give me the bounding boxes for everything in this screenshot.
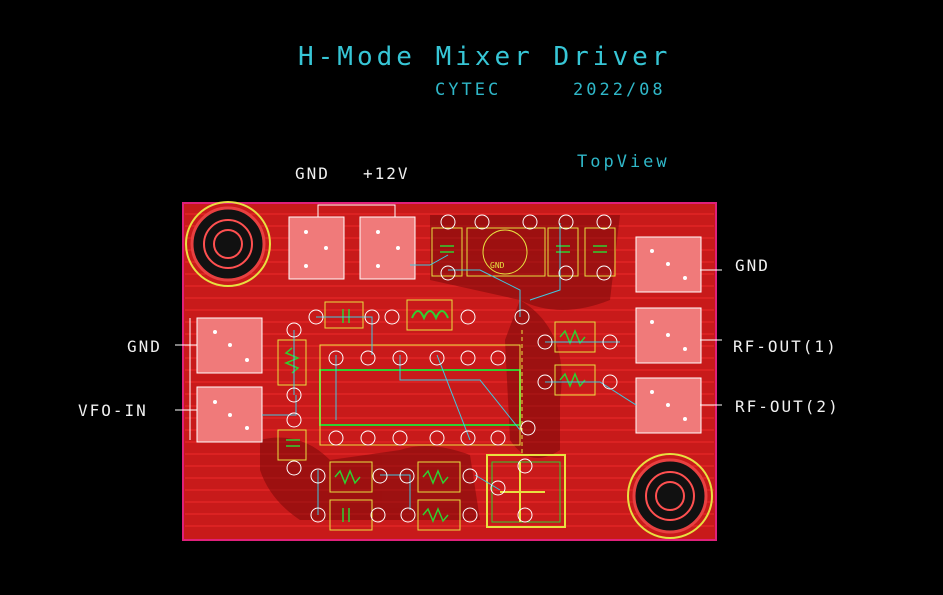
component-outlines [277,227,616,531]
through-holes [286,214,618,523]
ic-outline-yellow [319,344,521,446]
inductor-coil [411,310,449,321]
pad-top-gnd [288,216,345,280]
date-label: 2022/08 [573,80,666,100]
regulator-outline [466,227,546,277]
connector-silk [175,204,722,440]
right-gnd-label: GND [735,256,770,275]
rf-out-2-label: RF-OUT(2) [735,397,840,416]
mounting-hole-tl [185,201,271,287]
top-12v-label: +12V [363,164,410,183]
rf-out-1-label: RF-OUT(1) [733,337,838,356]
board-title: H-Mode Mixer Driver [298,42,672,72]
view-label: TopView [577,152,670,172]
pad-left-gnd [196,317,263,374]
brand-label: CYTEC [435,80,502,100]
top-gnd-label: GND [295,164,330,183]
capacitors [286,245,607,522]
gnd-chip-label: GND [490,261,505,270]
mounting-hole-br [627,453,713,539]
copper-fill [185,213,714,527]
trimmer-outline [486,454,566,528]
pad-dots [213,230,687,430]
inductor-outline [406,299,453,331]
connector-pads [196,216,702,443]
left-gnd-label: GND [127,337,162,356]
vfo-in-label: VFO-IN [78,401,148,420]
pad-top-12v [359,216,416,280]
traces-cyan [262,223,637,515]
